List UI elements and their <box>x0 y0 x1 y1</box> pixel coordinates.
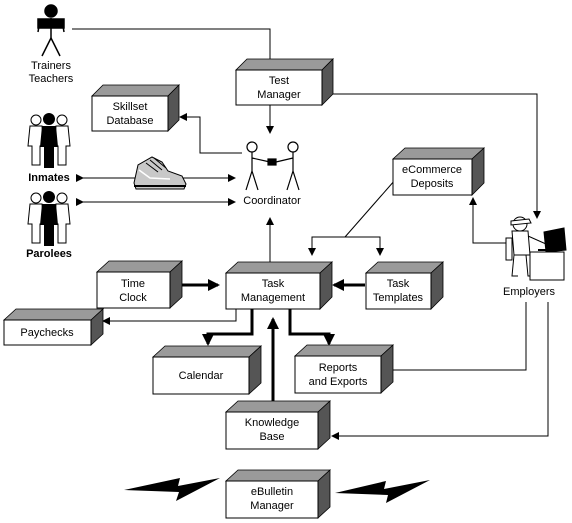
task-split-arrows <box>311 236 381 255</box>
calendar-box[interactable]: Calendar <box>151 345 263 395</box>
test-manager-label-2: Manager <box>257 89 301 101</box>
time-clock-label-2: Clock <box>119 292 147 304</box>
ebulletin-manager-box[interactable]: eBulletin Manager <box>224 469 332 519</box>
knowledge-base-label-2: Base <box>259 431 284 443</box>
reports-label-1: Reports <box>319 362 358 374</box>
ecommerce-to-task-link <box>344 179 396 238</box>
task-templates-label-1: Task <box>387 278 410 290</box>
coordinator-label: Coordinator <box>243 195 301 207</box>
task-to-reports-arrow <box>288 309 335 346</box>
knowledge-base-box[interactable]: Knowledge Base <box>224 400 332 450</box>
test-manager-box[interactable]: Test Manager <box>235 58 334 106</box>
ebulletin-label-2: Manager <box>250 500 294 512</box>
parolees-group-icon <box>27 191 71 246</box>
parolees-label: Parolees <box>26 248 72 260</box>
task-templates-box[interactable]: Task Templates <box>364 261 445 310</box>
lightning-right-icon <box>335 480 430 503</box>
coordinator-icon <box>245 141 300 191</box>
shoe-icon <box>133 156 187 190</box>
lightning-left-icon <box>124 478 220 501</box>
ecommerce-label-2: Deposits <box>411 178 454 190</box>
inmates-label: Inmates <box>28 172 70 184</box>
skillset-label-1: Skillset <box>113 101 148 113</box>
ebulletin-label-1: eBulletin <box>251 486 293 498</box>
ecommerce-label-1: eCommerce <box>402 164 462 176</box>
reports-to-employers-line <box>382 302 527 371</box>
trainer-figure-icon <box>37 4 65 57</box>
task-management-box[interactable]: Task Management <box>224 261 334 310</box>
time-clock-box[interactable]: Time Clock <box>95 260 184 309</box>
coordinator-to-skillset-arrow <box>179 113 242 154</box>
ecommerce-deposits-box[interactable]: eCommerce Deposits <box>391 147 486 196</box>
task-to-paychecks-arrow <box>102 309 237 325</box>
skillset-database-box[interactable]: Skillset Database <box>91 84 180 132</box>
task-to-calendar-arrow <box>202 309 254 346</box>
paychecks-box[interactable]: Paychecks <box>2 308 105 346</box>
employer-at-computer-icon <box>505 216 567 281</box>
employers-to-knowledge-base-arrow <box>331 302 549 440</box>
inmates-group-icon <box>27 113 71 168</box>
task-management-label-1: Task <box>262 278 285 290</box>
task-templates-label-2: Templates <box>373 292 424 304</box>
trainers-to-test-manager-arrow <box>72 28 274 67</box>
trainers-label: Trainers <box>31 60 71 72</box>
test-manager-label-1: Test <box>269 75 289 87</box>
calendar-label: Calendar <box>179 370 224 382</box>
time-clock-label-1: Time <box>121 278 145 290</box>
employers-label: Employers <box>503 286 555 298</box>
reports-label-2: and Exports <box>309 376 368 388</box>
employers-to-ecommerce-arrow <box>469 197 510 244</box>
test-manager-to-employers-arrow <box>322 93 541 219</box>
connectors <box>72 28 549 440</box>
task-management-label-2: Management <box>241 292 305 304</box>
skillset-label-2: Database <box>106 115 153 127</box>
teachers-label: Teachers <box>29 73 74 85</box>
knowledge-base-label-1: Knowledge <box>245 417 299 429</box>
reports-exports-box[interactable]: Reports and Exports <box>293 344 395 394</box>
paychecks-label: Paychecks <box>20 327 74 339</box>
